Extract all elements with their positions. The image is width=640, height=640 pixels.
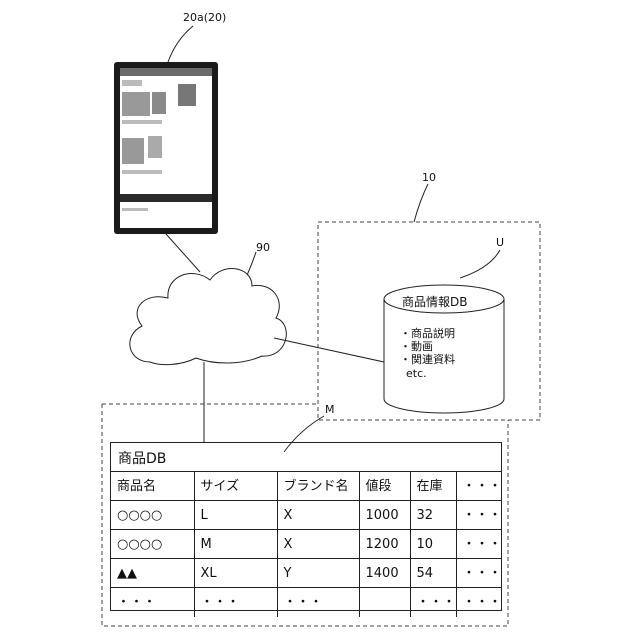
- product-db-table: 商品DB 商品名 サイズ ブランド名 値段 在庫 ・・・ ○○○○ L X 10…: [110, 442, 502, 611]
- table-cell: Y: [277, 559, 359, 588]
- table-cell: X: [277, 530, 359, 559]
- link-cloud-db: [274, 338, 384, 362]
- table-cell: 32: [410, 501, 456, 530]
- label-terminal: 20a(20): [183, 12, 226, 23]
- table-cell: ・・・: [456, 530, 502, 559]
- header-cell: ・・・: [456, 472, 502, 501]
- label-network: 90: [256, 242, 270, 253]
- table-cell: ▲▲: [111, 559, 194, 588]
- label-system: 10: [422, 172, 436, 183]
- table-cell: ・・・: [456, 501, 502, 530]
- table-cell: ・・・: [277, 588, 359, 617]
- table-cell: 1200: [359, 530, 410, 559]
- label-user-db: U: [496, 237, 504, 248]
- header-cell: ブランド名: [277, 472, 359, 501]
- table-header-row: 商品名 サイズ ブランド名 値段 在庫 ・・・: [111, 472, 502, 501]
- table-cell: ・・・: [111, 588, 194, 617]
- info-db-item: ・関連資料: [400, 354, 455, 365]
- leader-user-db: [460, 250, 500, 278]
- table-cell: ・・・: [194, 588, 277, 617]
- header-cell: 値段: [359, 472, 410, 501]
- label-product-db: M: [325, 404, 335, 415]
- table-row: ○○○○ L X 1000 32 ・・・: [111, 501, 502, 530]
- table-cell: ○○○○: [111, 501, 194, 530]
- table-cell: 54: [410, 559, 456, 588]
- table-cell: 1000: [359, 501, 410, 530]
- table-cell: X: [277, 501, 359, 530]
- table-cell: ・・・: [456, 559, 502, 588]
- leader-system: [414, 184, 428, 222]
- table-cell: ○○○○: [111, 530, 194, 559]
- info-db-item: ・動画: [400, 341, 433, 352]
- header-cell: サイズ: [194, 472, 277, 501]
- info-db-item: ・商品説明: [400, 328, 455, 339]
- table-row: ・・・ ・・・ ・・・ ・・・ ・・・: [111, 588, 502, 617]
- header-cell: 在庫: [410, 472, 456, 501]
- table-cell: ・・・: [456, 588, 502, 617]
- table-cell: ・・・: [410, 588, 456, 617]
- leader-terminal: [168, 26, 193, 62]
- table-cell: M: [194, 530, 277, 559]
- table-row: ○○○○ M X 1200 10 ・・・: [111, 530, 502, 559]
- table-grid: 商品名 サイズ ブランド名 値段 在庫 ・・・ ○○○○ L X 1000 32…: [111, 471, 502, 617]
- table-cell: L: [194, 501, 277, 530]
- table-title: 商品DB: [118, 452, 166, 466]
- info-db-title: 商品情報DB: [402, 296, 467, 308]
- table-cell: XL: [194, 559, 277, 588]
- tablet-terminal: [114, 62, 218, 234]
- info-db-item: etc.: [406, 368, 427, 379]
- table-row: ▲▲ XL Y 1400 54 ・・・: [111, 559, 502, 588]
- link-tablet-cloud: [166, 234, 200, 272]
- table-cell: 1400: [359, 559, 410, 588]
- table-cell: 10: [410, 530, 456, 559]
- network-cloud: [130, 269, 287, 365]
- header-cell: 商品名: [111, 472, 194, 501]
- table-cell: [359, 588, 410, 617]
